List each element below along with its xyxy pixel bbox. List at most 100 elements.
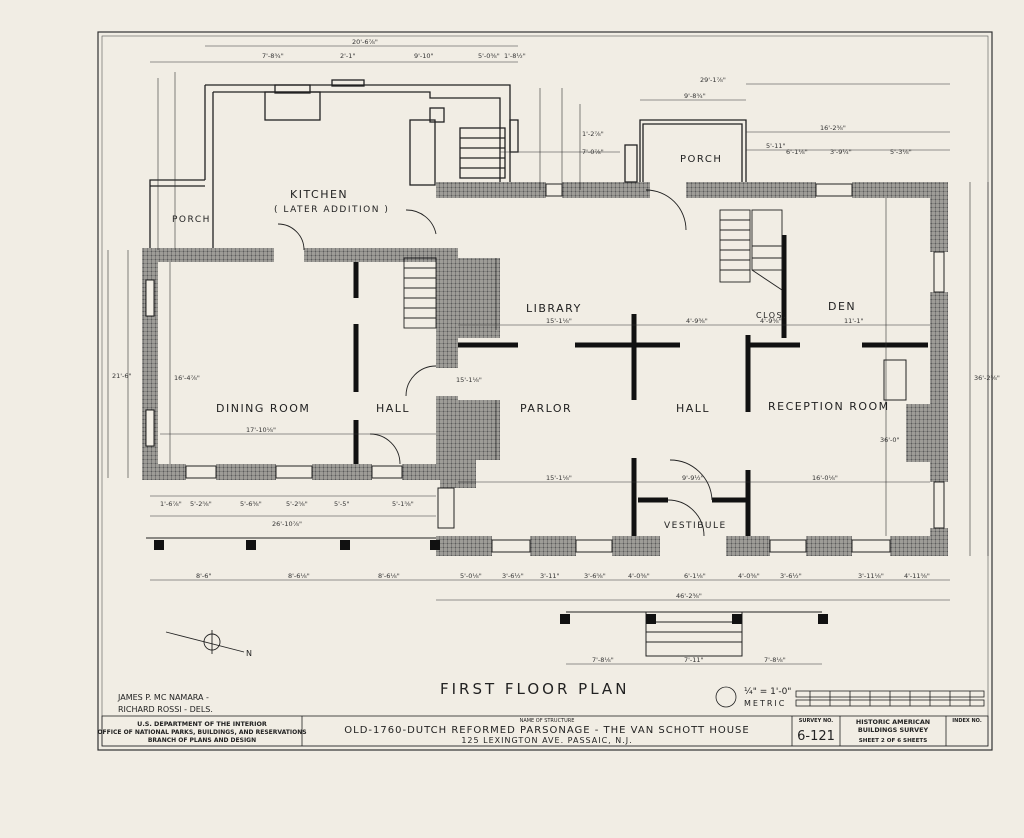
tb-survey-no: 6-121 [797, 729, 835, 744]
label-reception-room: RECEPTION ROOM [768, 400, 890, 413]
dim-r3-4: 3'-6½" [502, 572, 524, 580]
label-kitchen-note: ( LATER ADDITION ) [274, 205, 389, 215]
dim-top-14: 7'-0⅞" [582, 148, 604, 156]
dim-steps-0: 7'-8⅛" [592, 656, 614, 664]
dim-int-10: 21'-6" [112, 372, 132, 380]
dim-bottom-r2-0: 26'-10⅞" [272, 520, 302, 528]
plan-title: FIRST FLOOR PLAN [440, 680, 629, 698]
tb-agency-2: OFFICE OF NATIONAL PARKS, BUILDINGS, AND… [97, 729, 306, 736]
dim-r3-7: 4'-0⅜" [628, 572, 650, 580]
dim-bottom-r1-1: 5'-2⅝" [190, 500, 212, 508]
dim-r3-10: 3'-6½" [780, 572, 802, 580]
dim-steps-1: 7'-11" [684, 656, 704, 664]
scale-bar-graphic [715, 686, 985, 708]
dim-int-0: 15'-1⅛" [546, 317, 572, 325]
dim-int-4: 15'-1⅛" [546, 474, 572, 482]
label-hall-center: HALL [676, 402, 710, 415]
outer-border [97, 31, 993, 751]
label-hall-left: HALL [376, 402, 410, 415]
dim-r3-1: 8'-6⅛" [288, 572, 310, 580]
dim-top-5: 1'-8½" [504, 52, 526, 60]
north-label: N [246, 649, 252, 658]
dim-top-4: 5'-0⅜" [478, 52, 500, 60]
tb-survey-label: SURVEY NO. [799, 718, 833, 724]
tb-habs-1: HISTORIC AMERICAN [856, 718, 930, 726]
tb-index-label: INDEX NO. [952, 718, 982, 724]
label-library: LIBRARY [526, 302, 582, 315]
dim-top-12: 5'-3⅛" [890, 148, 912, 156]
tb-agency-1: U.S. DEPARTMENT OF THE INTERIOR [137, 720, 267, 728]
dim-top-8: 16'-2⅜" [820, 124, 846, 132]
dim-top-overall: 20'-6⅞" [352, 38, 378, 46]
dim-r3-12: 4'-11⅝" [904, 572, 930, 580]
label-dining-room: DINING ROOM [216, 402, 310, 415]
dim-top-2: 2'-1" [340, 52, 355, 60]
dim-bottom-r1-4: 5'-5" [334, 500, 349, 508]
dim-top-9: 5'-11" [766, 142, 786, 150]
dim-steps-2: 7'-8⅛" [764, 656, 786, 664]
dim-r3-6: 3'-6⅝" [584, 572, 606, 580]
dim-top-10: 6'-1⅛" [786, 148, 808, 156]
dim-int-5: 16'-0⅛" [812, 474, 838, 482]
dim-int-3: 17'-10⅛" [246, 426, 276, 434]
top-porch [624, 119, 747, 183]
title-block-frame [101, 715, 989, 747]
dimension-lines [107, 45, 989, 665]
dim-int-6: 9'-9½" [682, 474, 704, 482]
drawn-by-2: RICHARD ROSSI - DELS. [118, 705, 213, 714]
dim-top-3: 9'-10" [414, 52, 434, 60]
tb-habs-2: BUILDINGS SURVEY [858, 726, 929, 734]
dim-int-12: 36'-2⅝" [974, 374, 1000, 382]
tb-address: 125 LEXINGTON AVE. PASSAIC, N.J. [461, 736, 632, 745]
north-arrow-symbol [165, 630, 245, 654]
window-openings [145, 183, 945, 553]
label-parlor: PARLOR [520, 402, 572, 415]
tb-agency-3: BRANCH OF PLANS AND DESIGN [148, 737, 256, 744]
dim-r3-5: 3'-11" [540, 572, 560, 580]
dim-bottom-r1-0: 1'-6⅞" [160, 500, 182, 508]
dim-int-2: 11'-1" [844, 317, 864, 325]
scale-imperial: ¼" = 1'-0" [744, 687, 791, 697]
dim-r3-0: 8'-6" [196, 572, 211, 580]
dim-top-6: 29'-1⅞" [700, 76, 726, 84]
dim-top-1: 7'-8¾" [262, 52, 284, 60]
dim-top-7: 9'-8¾" [684, 92, 706, 100]
label-porch-top: PORCH [680, 154, 722, 165]
dim-r3-3: 5'-0⅛" [460, 572, 482, 580]
front-steps [566, 611, 822, 657]
dim-top-11: 3'-9¼" [830, 148, 852, 156]
kitchen-wing [149, 79, 519, 250]
columns [154, 540, 828, 624]
dim-int-7: 4'-9⅜" [760, 317, 782, 325]
dim-int-8: 15'-1⅛" [456, 376, 482, 384]
reception-fireplace [883, 359, 907, 401]
dim-bottom-r1-2: 5'-6⅜" [240, 500, 262, 508]
tb-name-label: NAME OF STRUCTURE [520, 718, 575, 724]
masonry-walls [142, 182, 948, 556]
stairs [403, 209, 783, 329]
inner-border [101, 35, 989, 747]
dim-r3-11: 3'-11⅛" [858, 572, 884, 580]
dim-r3-9: 4'-0⅜" [738, 572, 760, 580]
partitions [353, 235, 928, 536]
dim-int-11: 36'-0" [880, 436, 900, 444]
dim-bottom-r1-5: 5'-1⅝" [392, 500, 414, 508]
dim-int-1: 4'-9⅜" [686, 317, 708, 325]
scale-metric: METRIC [744, 699, 786, 708]
drawn-by-1: JAMES P. MC NAMARA - [117, 693, 209, 702]
label-clos: CLOS. [756, 311, 787, 320]
label-porch-left: PORCH [172, 215, 211, 225]
dim-top-13: 1'-2⅞" [582, 130, 604, 138]
dim-int-9: 16'-4⅞" [174, 374, 200, 382]
label-kitchen: KITCHEN [290, 188, 348, 201]
dim-bottom-total: 46'-2⅜" [676, 592, 702, 600]
dim-bottom-r1-3: 5'-2⅝" [286, 500, 308, 508]
label-den: DEN [828, 300, 856, 313]
dim-r3-8: 6'-1⅛" [684, 572, 706, 580]
dim-r3-2: 8'-6⅛" [378, 572, 400, 580]
label-vestibule: VESTIBULE [664, 521, 727, 531]
tb-sheet-info: SHEET 2 OF 6 SHEETS [859, 738, 928, 744]
door-swings [277, 189, 713, 537]
